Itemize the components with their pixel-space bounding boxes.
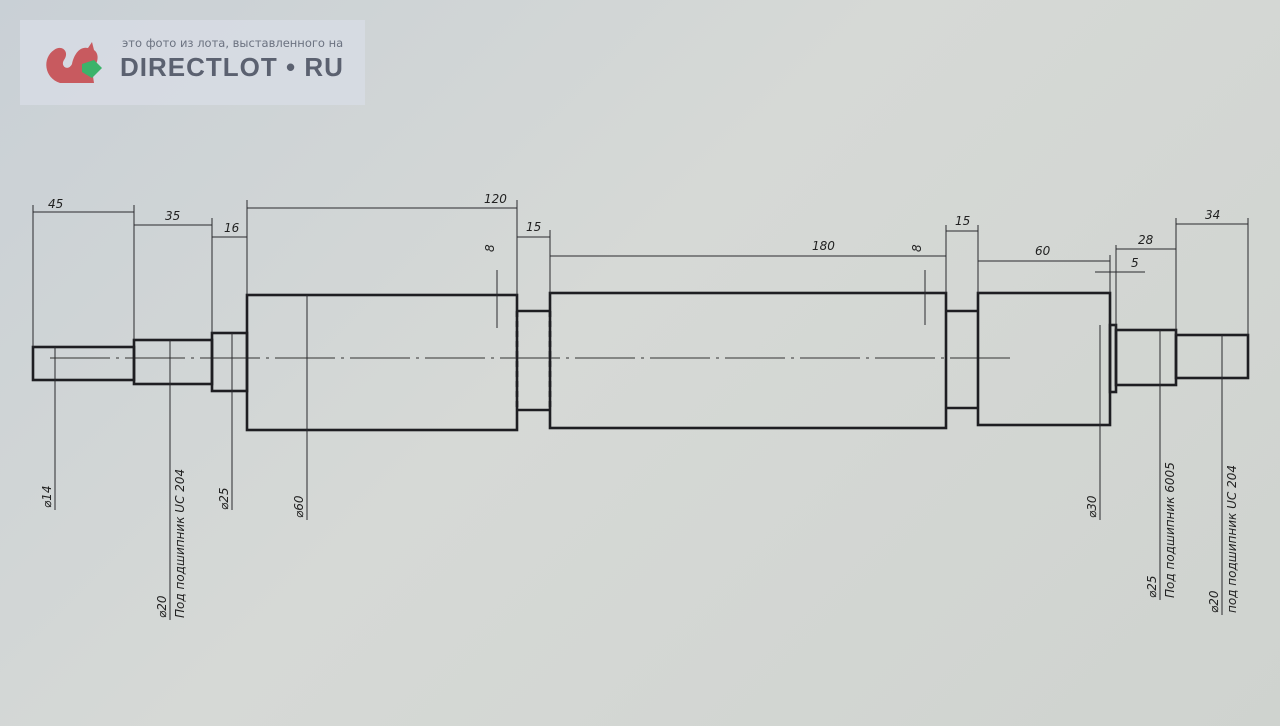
dim-15-right: 15 xyxy=(955,214,970,228)
diameter-20-left: ⌀20 xyxy=(155,595,169,618)
dim-28: 28 xyxy=(1138,233,1154,247)
watermark: это фото из лота, выставленного на DIREC… xyxy=(20,20,365,105)
dim-34: 34 xyxy=(1205,208,1220,222)
squirrel-logo-icon xyxy=(46,42,102,83)
dim-8-left: 8 xyxy=(483,244,497,252)
dim-15-left: 15 xyxy=(526,220,541,234)
dim-35: 35 xyxy=(165,209,180,223)
dim-180: 180 xyxy=(812,239,835,253)
watermark-brand: DIRECTLOT • RU xyxy=(120,52,344,82)
shaft-outline xyxy=(31,291,1250,432)
diameter-30: ⌀30 xyxy=(1085,495,1099,518)
diameter-14: ⌀14 xyxy=(40,486,54,509)
diameter-20-right: ⌀20 xyxy=(1207,590,1221,613)
diameter-25-left: ⌀25 xyxy=(217,488,231,511)
diameter-60: ⌀60 xyxy=(292,495,306,518)
dim-120: 120 xyxy=(484,192,507,206)
dimension-lines xyxy=(32,200,1249,620)
dim-8-right: 8 xyxy=(910,244,924,252)
dim-60: 60 xyxy=(1035,244,1051,258)
dim-16: 16 xyxy=(224,221,240,235)
bearing-note-6005: Под подшипник 6005 xyxy=(1163,462,1177,598)
diameter-25-right: ⌀25 xyxy=(1145,576,1159,599)
watermark-caption: это фото из лота, выставленного на xyxy=(122,36,344,50)
dim-5: 5 xyxy=(1131,256,1139,270)
dim-45: 45 xyxy=(48,197,63,211)
bearing-note-uc204-right: под подшипник UC 204 xyxy=(1225,465,1239,613)
bearing-note-left: Под подшипник UC 204 xyxy=(173,469,187,618)
